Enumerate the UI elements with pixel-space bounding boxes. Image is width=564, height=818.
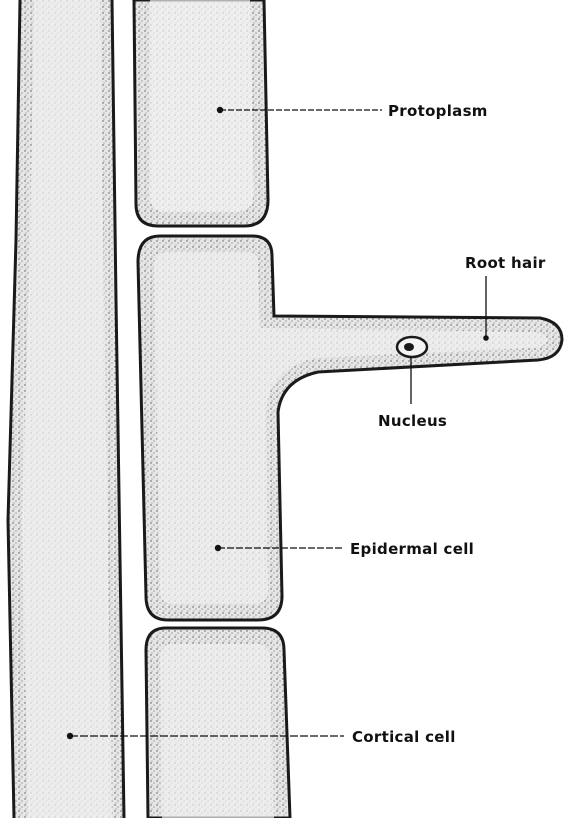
epidermal-cell — [138, 236, 562, 620]
nucleolus — [404, 343, 414, 351]
cortical-cell — [8, 0, 124, 818]
nucleus — [397, 337, 427, 357]
epidermal-cell-label: Epidermal cell — [350, 540, 474, 558]
root-hair-label: Root hair — [465, 254, 546, 272]
nucleus-label: Nucleus — [378, 412, 447, 430]
lower-cell-inner — [160, 644, 274, 818]
protoplasm-label: Protoplasm — [388, 102, 488, 120]
cortical-cell-label: Cortical cell — [352, 728, 456, 746]
root-hair-pointer-dot — [483, 335, 489, 341]
cortical-cell-inner — [22, 0, 112, 818]
lower-epidermal-cell — [146, 628, 290, 818]
upper-cell-inner — [150, 0, 254, 212]
upper-epidermal-cell — [134, 0, 268, 226]
